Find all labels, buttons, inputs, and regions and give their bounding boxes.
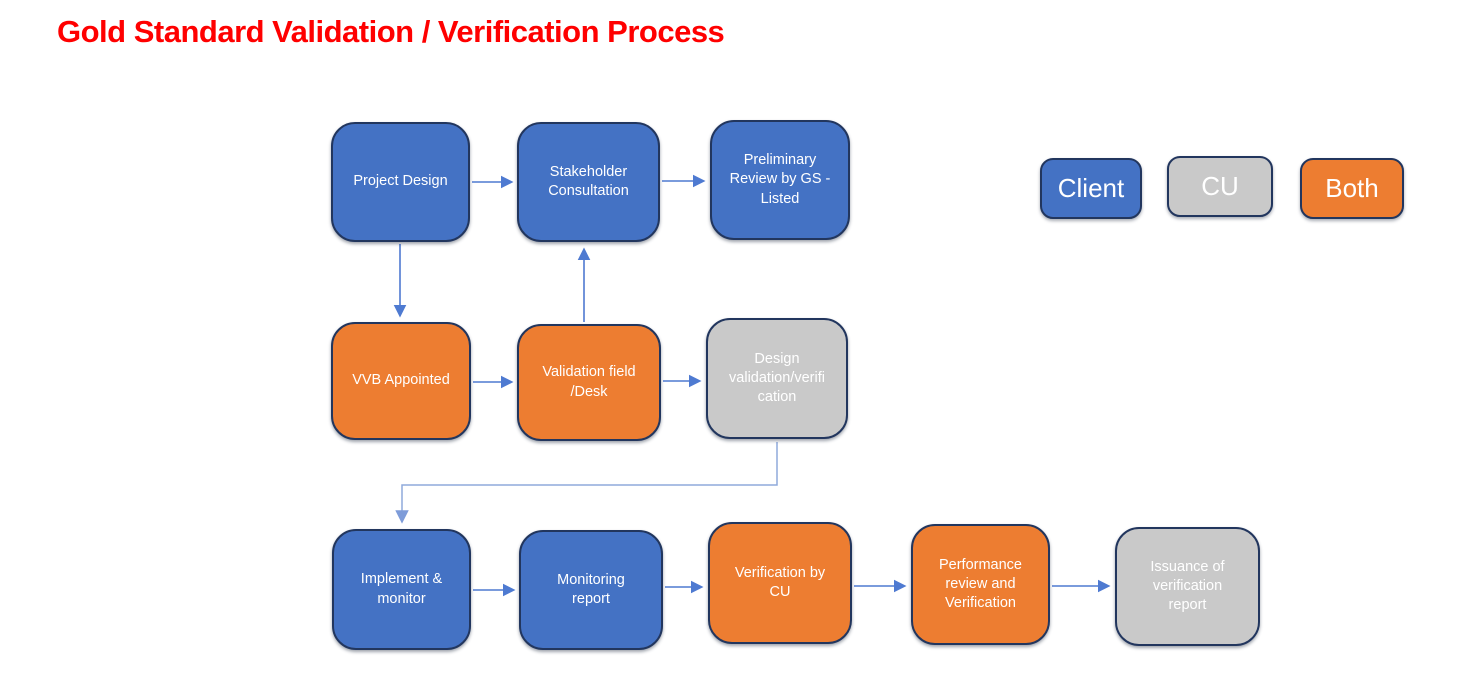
- node-validation-field-desk: Validation field /Desk: [517, 324, 661, 441]
- node-label-stakeholder-consultation: Stakeholder Consultation: [548, 163, 629, 199]
- node-label-project-design: Project Design: [353, 173, 448, 190]
- node-monitoring-report: Monitoring report: [519, 530, 663, 650]
- page-title: Gold Standard Validation / Verification …: [57, 14, 725, 49]
- node-label-implement-and-monitor: Implement & monitor: [360, 571, 443, 607]
- node-implement-and-monitor: Implement & monitor: [332, 529, 471, 650]
- node-project-design: Project Design: [331, 122, 470, 242]
- legend-cu-label: CU: [1201, 171, 1239, 201]
- node-performance-review-verification: Performance review and Verification: [911, 524, 1050, 645]
- node-label-verification-by-cu: Verification by CU: [734, 564, 826, 600]
- node-label-performance-review-verification: Performance review and Verification: [938, 556, 1022, 612]
- node-label-vvb-appointed: VVB Appointed: [352, 372, 450, 389]
- node-design-validation-verification: Design validation/verifi cation: [706, 318, 848, 439]
- node-label-validation-field-desk: Validation field /Desk: [542, 364, 636, 400]
- legend-client-label: Client: [1057, 173, 1125, 203]
- node-label-issuance-verification-report: Issuance of verification report: [1150, 558, 1225, 614]
- node-preliminary-review-gs-listed: Preliminary Review by GS - Listed: [710, 120, 850, 240]
- node-label-monitoring-report: Monitoring report: [557, 571, 625, 607]
- node-stakeholder-consultation: Stakeholder Consultation: [517, 122, 660, 242]
- legend-both: Both: [1300, 158, 1404, 219]
- connector-design-validation-to-implement-monitor: [395, 442, 778, 524]
- node-verification-by-cu: Verification by CU: [708, 522, 852, 644]
- node-label-preliminary-review-gs-listed: Preliminary Review by GS - Listed: [729, 152, 831, 207]
- legend-both-label: Both: [1325, 173, 1379, 203]
- node-label-design-validation-verification: Design validation/verifi cation: [729, 350, 825, 406]
- legend-cu: CU: [1167, 156, 1273, 217]
- node-vvb-appointed: VVB Appointed: [331, 322, 471, 440]
- legend-client: Client: [1040, 158, 1142, 219]
- node-issuance-verification-report: Issuance of verification report: [1115, 527, 1260, 646]
